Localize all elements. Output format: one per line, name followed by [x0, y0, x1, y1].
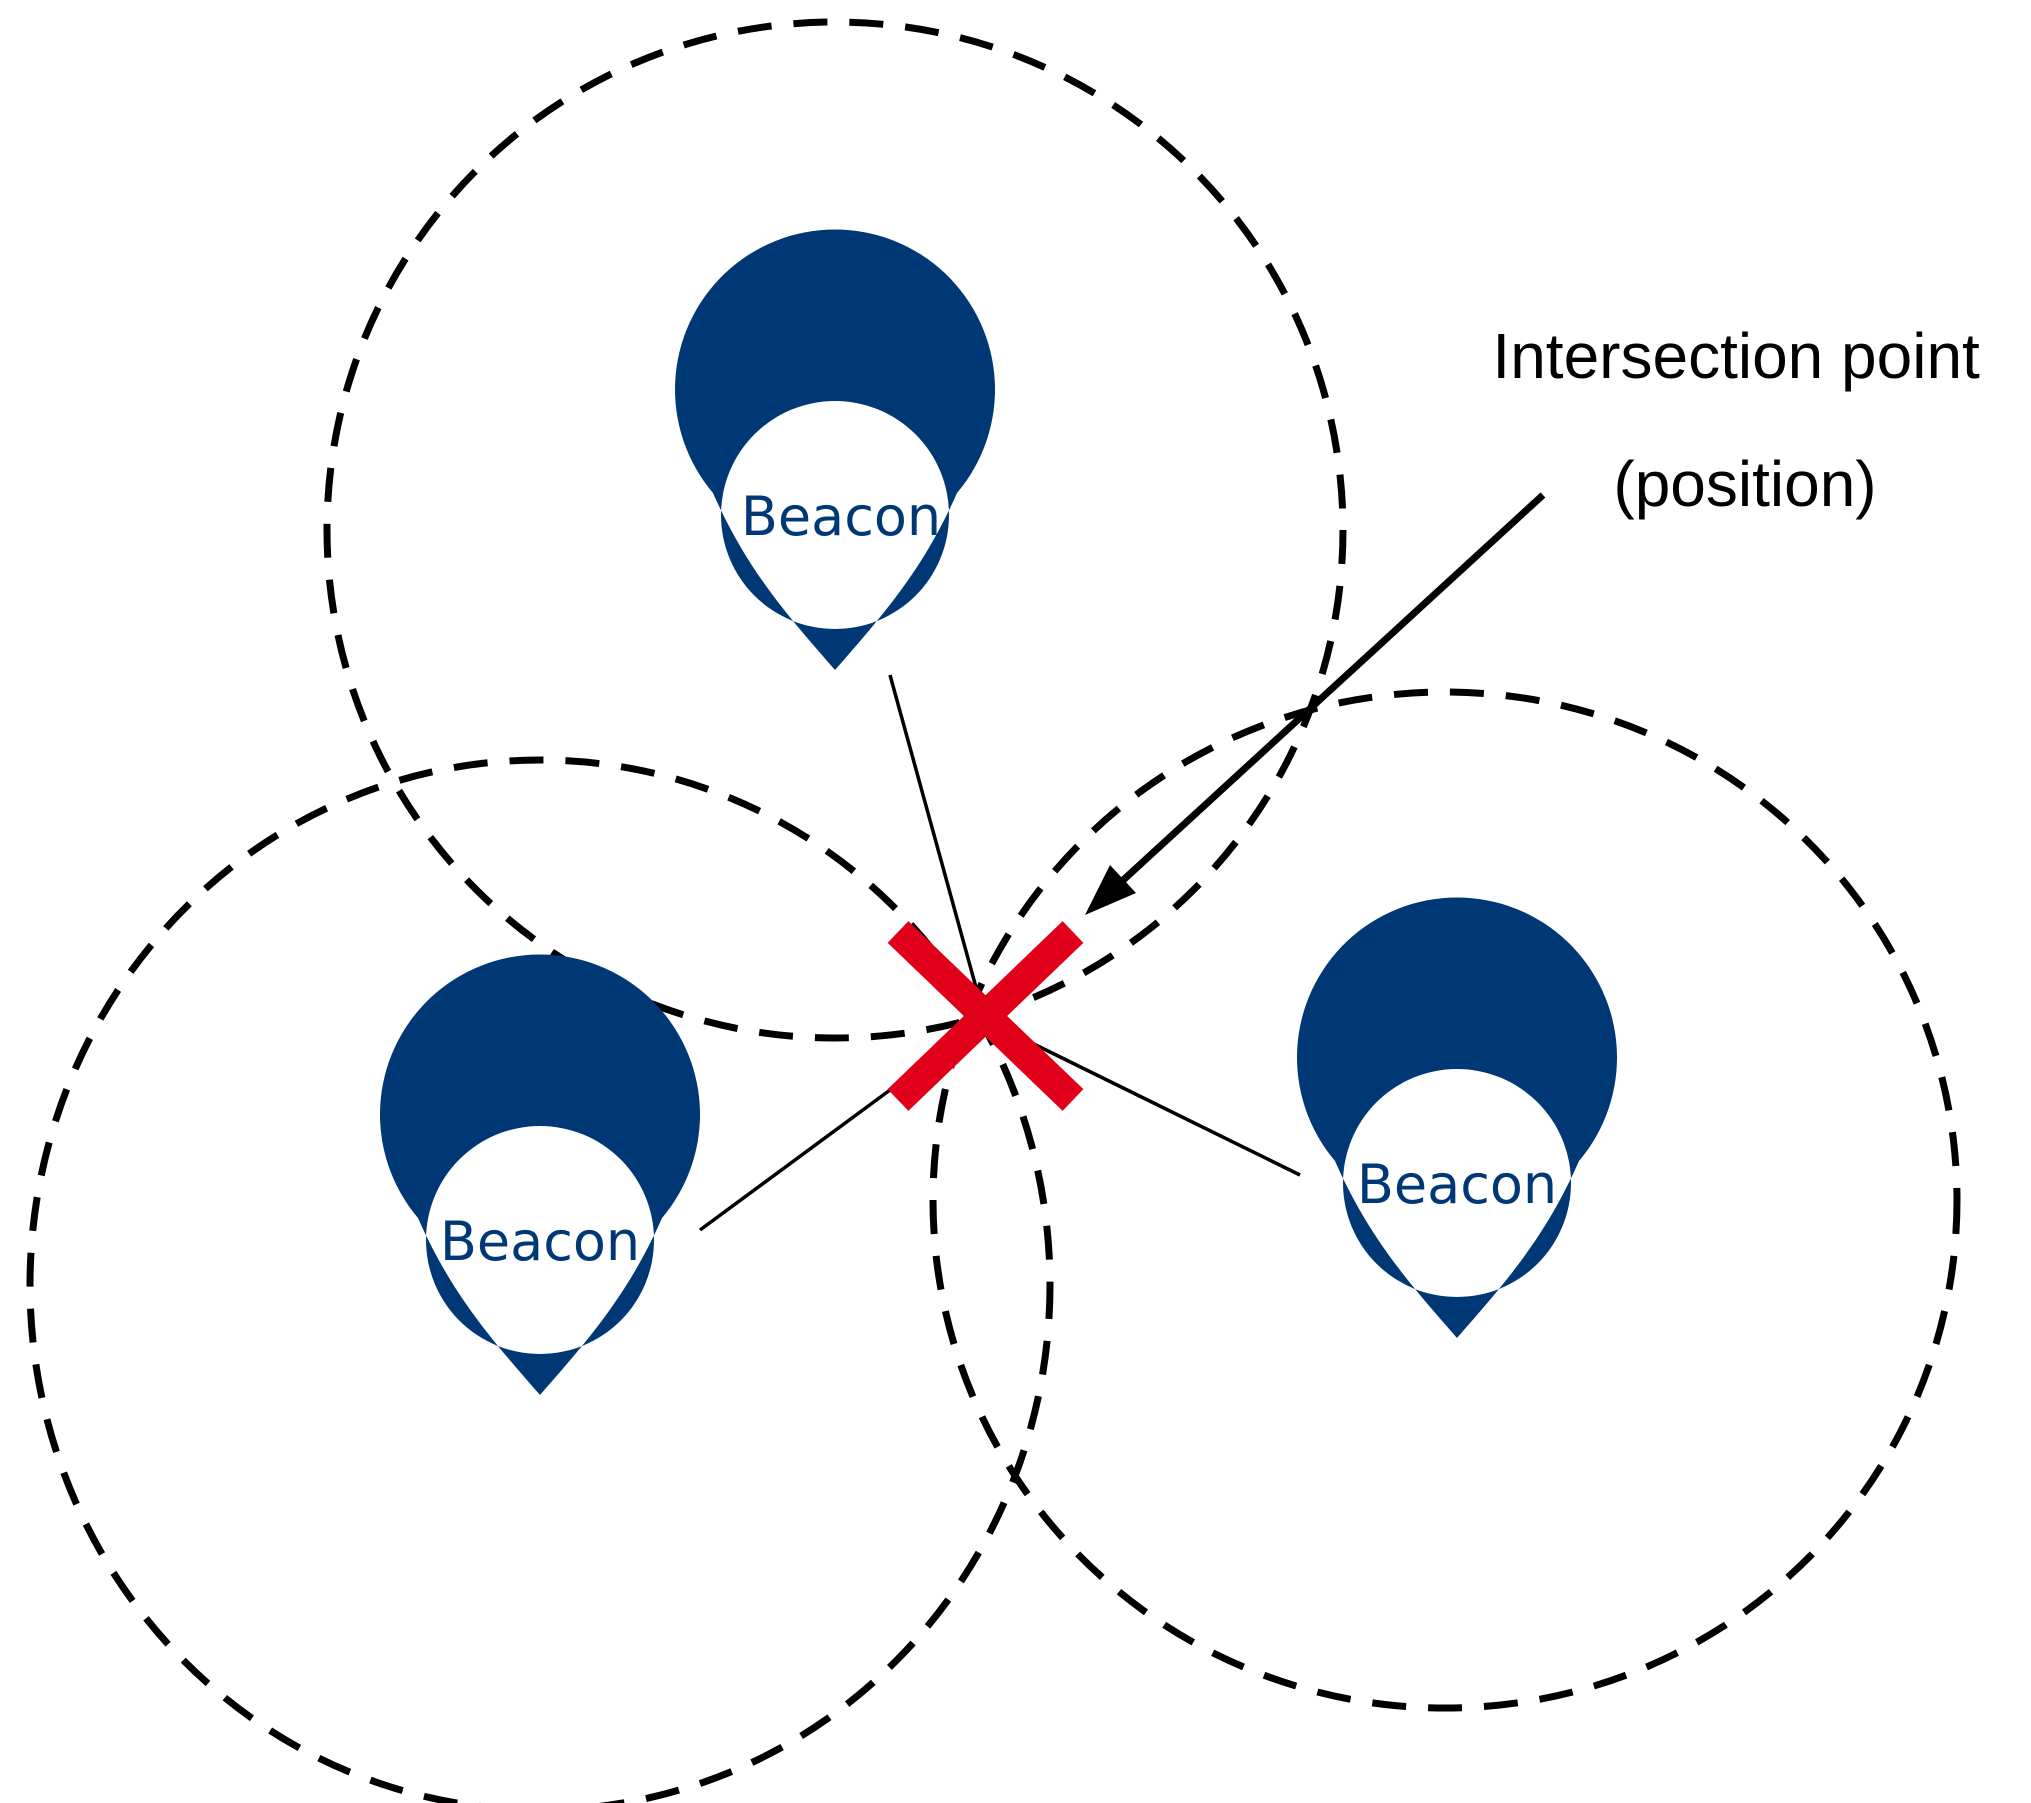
beacon-marker: Beacon — [380, 954, 700, 1395]
range-circle-top — [323, 18, 1347, 1042]
annotation-line-2: (position) — [1613, 448, 1876, 520]
range-circle-left — [26, 756, 1054, 1803]
annotation-line-1: Intersection point — [1492, 320, 1980, 392]
beacon-marker: Beacon — [1297, 897, 1617, 1338]
beacon-label: Beacon — [440, 1210, 640, 1273]
map-pin-icon — [675, 229, 995, 670]
map-pin-icon — [1297, 897, 1617, 1338]
arrow-head-icon — [1085, 865, 1136, 915]
intersection-cross-icon — [887, 921, 1084, 1111]
annotation-arrow — [1085, 492, 1546, 915]
beacon-label: Beacon — [741, 485, 941, 548]
beacon-marker: Beacon — [675, 229, 995, 670]
distance-line-top — [888, 674, 987, 1021]
map-pin-icon — [380, 954, 700, 1395]
beacon-label: Beacon — [1357, 1153, 1557, 1216]
annotation-label: Intersection point (position) — [1492, 320, 1997, 520]
range-circle-right — [929, 688, 1961, 1712]
range-circles — [26, 18, 1961, 1803]
arrow-shaft — [1117, 492, 1546, 886]
